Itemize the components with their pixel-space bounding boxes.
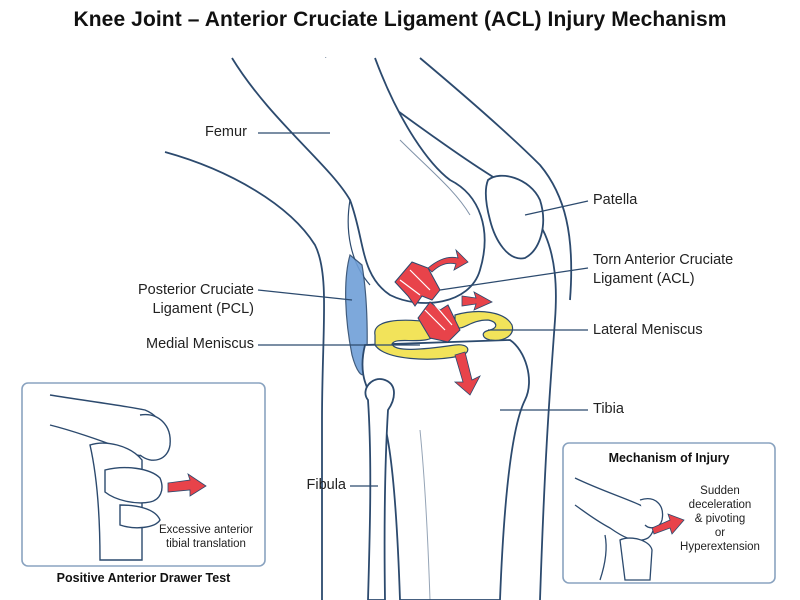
lateral-meniscus (454, 310, 514, 341)
mechanism-line3: & pivoting (694, 513, 746, 525)
label-torn-acl-line1: Torn Anterior Cruciate (593, 252, 734, 268)
mechanism-inset (562, 442, 776, 584)
label-torn-acl-line2: Ligament (ACL) (593, 271, 695, 287)
label-tibia: Tibia (593, 401, 624, 417)
label-medial-meniscus: Medial Meniscus (146, 336, 254, 352)
injury-arrows (427, 248, 493, 396)
label-fibula: Fibula (306, 477, 347, 493)
mechanism-line1: Sudden (700, 485, 740, 497)
label-pcl-line2: Ligament (PCL) (152, 301, 254, 317)
drawer-test-inset (21, 382, 266, 567)
leader-lines (257, 132, 589, 487)
torn-acl-ligament (394, 261, 461, 343)
mechanism-title: Mechanism of Injury (608, 451, 730, 465)
patella-bone (484, 174, 544, 260)
label-lateral-meniscus: Lateral Meniscus (593, 322, 703, 338)
label-pcl-line1: Posterior Cruciate (137, 282, 254, 298)
fibula-bone (364, 378, 395, 600)
drawer-note-line2: tibial translation (166, 538, 246, 550)
tibia-bone (361, 339, 530, 600)
label-femur: Femur (205, 124, 247, 140)
drawer-note-line1: Excessive anterior (159, 524, 253, 536)
leg-skin-outline (164, 57, 573, 600)
mechanism-line4: or (714, 527, 726, 539)
femur-bone (231, 57, 486, 304)
label-patella: Patella (593, 192, 638, 208)
page-title: Knee Joint – Anterior Cruciate Ligament … (73, 8, 727, 31)
mechanism-line5: Hyperextension (680, 541, 760, 553)
drawer-test-title: Positive Anterior Drawer Test (56, 571, 231, 585)
mechanism-line2: deceleration (688, 499, 752, 511)
